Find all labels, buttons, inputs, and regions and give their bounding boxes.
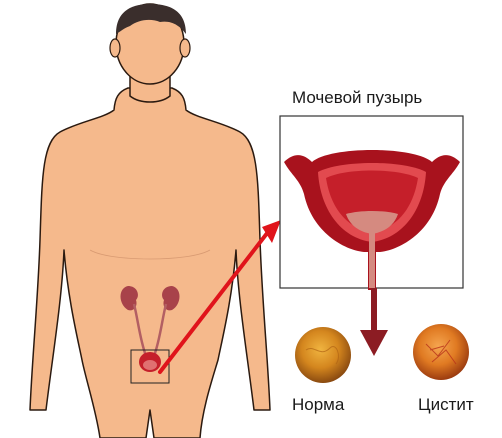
down-arrow-shaft xyxy=(371,288,377,332)
cystitis-label: Цистит xyxy=(418,395,474,415)
down-arrow-head xyxy=(360,330,388,356)
bladder-zoom-panel xyxy=(280,116,463,290)
urethra xyxy=(369,232,375,288)
ear-left xyxy=(110,39,120,57)
ear-right xyxy=(180,39,190,57)
down-arrow xyxy=(360,288,388,356)
bladder-label: Мочевой пузырь xyxy=(292,88,422,108)
body-silhouette xyxy=(30,88,270,438)
normal-urine-sample-icon xyxy=(295,327,351,383)
normal-label: Норма xyxy=(292,395,344,415)
human-figure xyxy=(30,4,270,438)
zoom-arrow-head xyxy=(262,220,281,243)
